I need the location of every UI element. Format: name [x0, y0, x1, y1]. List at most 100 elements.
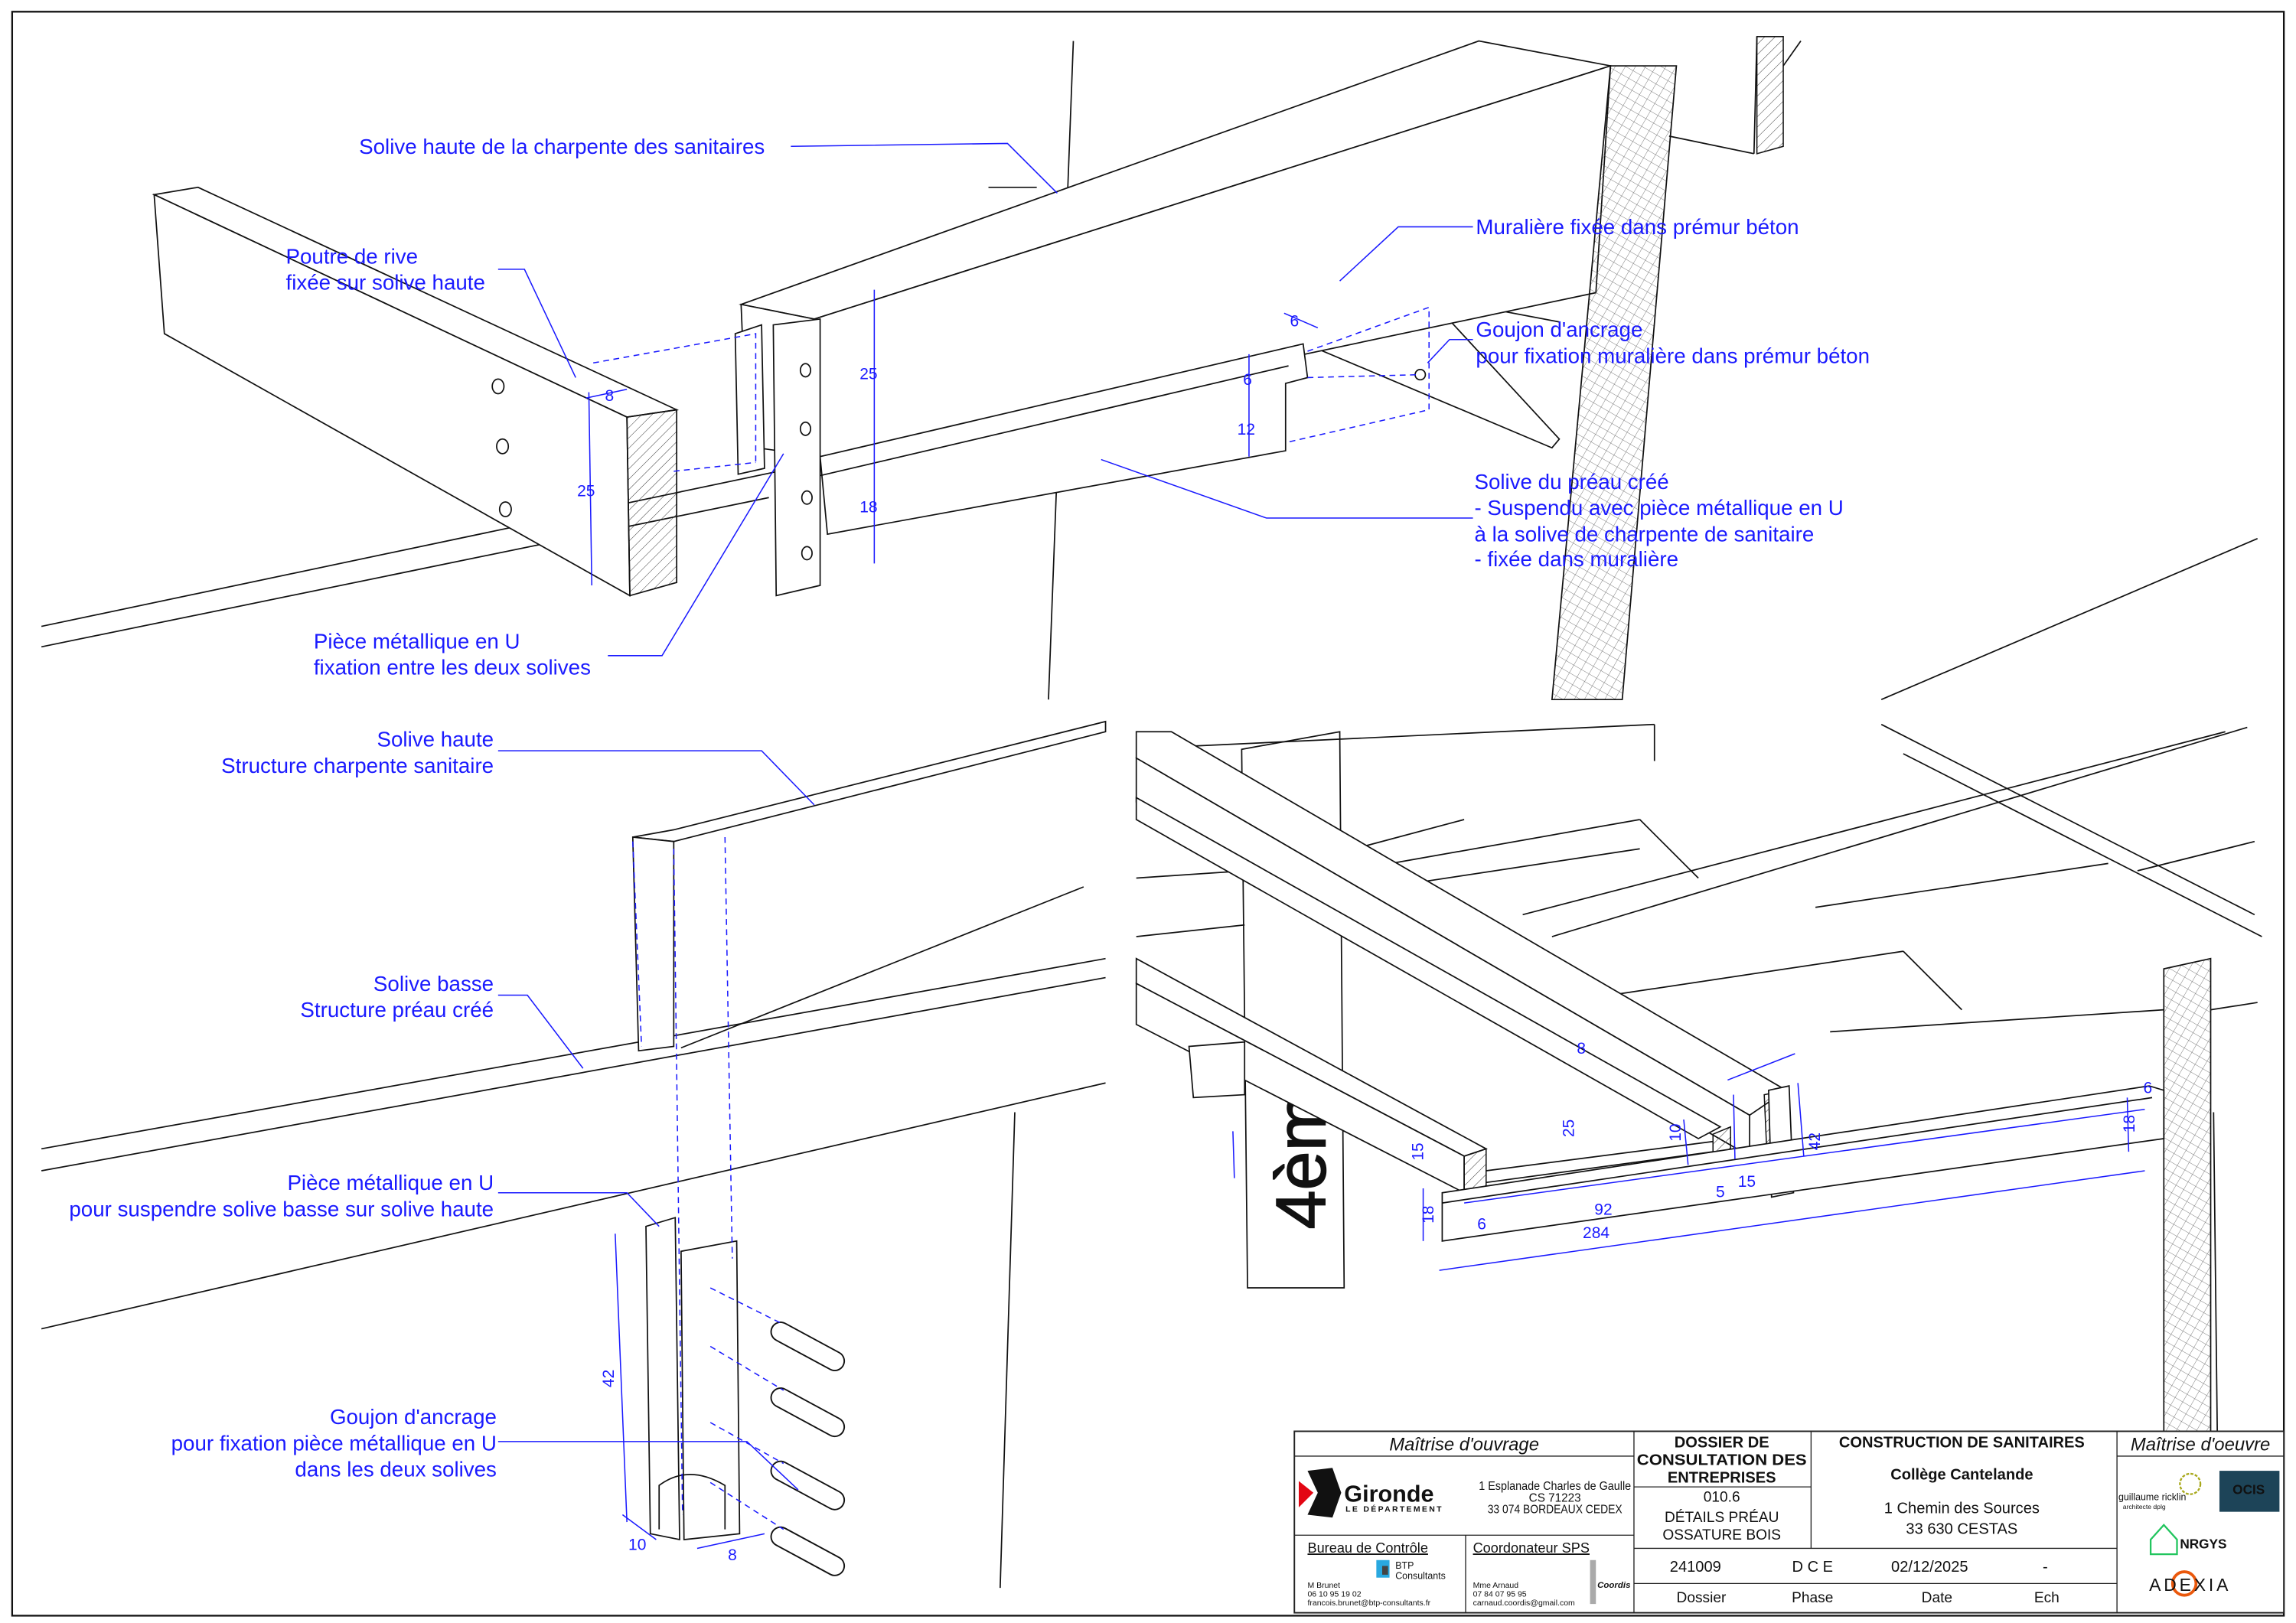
label-goujon-muraliere-2: pour fixation muralière dans prémur béto… [1476, 344, 1870, 367]
bc-contact: M Brunet [1307, 1581, 1340, 1590]
dim-top: 25 [859, 365, 877, 383]
sps-contact: carnaud.coordis@gmail.com [1473, 1599, 1575, 1608]
dim-bottom-right: 42 [1806, 1133, 1824, 1150]
label-goujon-piece-u-1: Goujon d'ancrage [330, 1405, 497, 1429]
bc-contact: 06 10 95 19 02 [1307, 1590, 1361, 1599]
label-solive-haute-charpente: Solive haute de la charpente des sanitai… [359, 135, 765, 158]
u-plate-holes [799, 363, 813, 561]
date-value: 02/12/2025 [1891, 1559, 1968, 1576]
label-goujon-muraliere-1: Goujon d'ancrage [1476, 318, 1642, 341]
dim-bottom-right: 92 [1594, 1201, 1612, 1218]
bc-contact: francois.brunet@btp-consultants.fr [1307, 1599, 1430, 1608]
u-plate-back [734, 324, 765, 475]
dim-top: 6 [1243, 371, 1252, 389]
label-solive-preau-3: à la solive de charpente de sanitaire [1474, 523, 1814, 546]
u-piece-back [645, 1217, 680, 1541]
plan-title: OSSATURE BOIS [1662, 1527, 1781, 1543]
label-goujon-piece-u-2: pour fixation pièce métallique en U [171, 1431, 497, 1455]
dim-bottom-right: 15 [1738, 1173, 1756, 1191]
adexia-logo-text: ADEXIA [2149, 1575, 2231, 1595]
title-block: Maîtrise d'ouvrage Gironde LE DÉPARTEMEN… [1293, 1430, 2285, 1614]
dim-bottom-right: 6 [2144, 1080, 2153, 1097]
dim-top: 6 [1290, 312, 1300, 330]
btp-logo-text: BTP [1395, 1560, 1414, 1571]
project-title: CONSTRUCTION DE SANITAIRES [1839, 1434, 2085, 1451]
maitrise-ouvrage-heading: Maîtrise d'ouvrage [1389, 1434, 1539, 1455]
dossier-title: ENTREPRISES [1668, 1469, 1776, 1486]
solive-haute-beam [632, 720, 1107, 842]
label-piece-u-fixation-1: Pièce métallique en U [314, 629, 520, 653]
dim-bottom-left: 42 [600, 1370, 618, 1387]
goujon-dowels [770, 1322, 846, 1576]
site-address: 1 Chemin des Sources [1884, 1501, 2040, 1517]
dim-top: 12 [1238, 421, 1255, 438]
maitrise-oeuvre-heading: Maîtrise d'oeuvre [2131, 1434, 2271, 1455]
label-muraliere: Muralière fixée dans prémur béton [1476, 215, 1799, 239]
dossier-caption: Dossier [1677, 1590, 1727, 1606]
phase-caption: Phase [1792, 1590, 1833, 1606]
dim-top: 18 [859, 498, 877, 516]
dossier-title: DOSSIER DE [1675, 1434, 1769, 1451]
label-solive-preau-4: - fixée dans muralière [1474, 547, 1678, 571]
label-piece-u-suspendre-1: Pièce métallique en U [287, 1171, 494, 1194]
top-detail-view [41, 36, 2258, 701]
gironde-logo: Gironde LE DÉPARTEMENT [1298, 1468, 1443, 1518]
sps-contact: Mme Arnaud [1473, 1581, 1519, 1590]
solive-preau-beam [819, 343, 1309, 536]
ech-value: - [2043, 1559, 2048, 1576]
dim-bottom-right: 18 [1420, 1205, 1437, 1223]
poutre-rive-section [626, 409, 678, 597]
premur-beton-wall [1551, 65, 1678, 701]
bureau-controle-heading: Bureau de Contrôle [1307, 1540, 1427, 1556]
premur-wall-3d [2163, 957, 2212, 1494]
label-solive-preau-2: - Suspendu avec pièce métallique en U [1474, 496, 1843, 520]
dossier-title: CONSULTATION DES [1637, 1452, 1807, 1468]
mo-address-line: 33 074 BORDEAUX CEDEX [1488, 1504, 1623, 1517]
ocis-logo-text: OCIS [2232, 1482, 2265, 1498]
plan-number: 010.6 [1704, 1489, 1740, 1505]
gironde-logo-subtext: LE DÉPARTEMENT [1345, 1504, 1443, 1514]
label-piece-u-fixation-2: fixation entre les deux solives [314, 656, 591, 680]
dim-bottom-right: 284 [1583, 1224, 1609, 1242]
label-solive-haute-1: Solive haute [377, 727, 494, 751]
bottom-left-detail-view [41, 720, 1107, 1589]
top-labels: Solive haute de la charpente des sanitai… [286, 135, 1870, 680]
coordis-logo-text: Coordis [1597, 1581, 1630, 1590]
dim-bottom-right: 18 [2121, 1115, 2138, 1133]
moe-logos: guillaume ricklin architecte dplg OCIS N… [2118, 1471, 2280, 1597]
dim-bottom-right: 6 [1477, 1216, 1486, 1234]
label-goujon-piece-u-3: dans les deux solives [295, 1458, 496, 1481]
u-piece-front [680, 1240, 741, 1540]
plan-title: DÉTAILS PRÉAU [1665, 1510, 1779, 1526]
dim-bottom-right: 5 [1716, 1183, 1725, 1201]
label-solive-haute-2: Structure charpente sanitaire [221, 754, 494, 777]
bolt-heads [491, 378, 512, 517]
site-address: 33 630 CESTAS [1906, 1520, 2017, 1537]
mo-address-line: 1 Esplanade Charles de Gaulle [1479, 1480, 1631, 1493]
ech-caption: Ech [2034, 1590, 2060, 1606]
dim-top: 8 [605, 387, 614, 405]
ricklin-logo-subtext: architecte dplg [2123, 1503, 2166, 1511]
btp-logo-text: Consultants [1395, 1571, 1446, 1582]
sps-contact: 07 84 07 95 95 [1473, 1590, 1527, 1599]
coordis-logo: Coordis [1590, 1559, 1630, 1605]
label-solive-basse-2: Structure préau créé [300, 998, 494, 1022]
label-solive-preau-1: Solive du préau créé [1474, 470, 1668, 494]
dim-top: 25 [577, 482, 595, 500]
sheet-border [11, 11, 2285, 1617]
dim-bottom-left: 10 [628, 1536, 646, 1553]
bottom-right-3d-view: 4ème [1135, 723, 2262, 1494]
ricklin-logo-text: guillaume ricklin [2118, 1491, 2186, 1502]
coordonateur-sps-heading: Coordonateur SPS [1473, 1540, 1590, 1556]
nrgys-logo-text: NRGYS [2180, 1536, 2226, 1551]
bottom-left-labels: Solive haute Structure charpente sanitai… [69, 727, 736, 1563]
phase-value: D C E [1792, 1559, 1834, 1576]
btp-consultants-logo: BTP Consultants [1376, 1559, 1446, 1582]
dim-bottom-right: 10 [1667, 1123, 1684, 1141]
dim-bottom-right: 15 [1410, 1142, 1427, 1160]
label-poutre-rive-1: Poutre de rive [286, 244, 419, 268]
u-plate-front [772, 318, 821, 597]
label-poutre-rive-2: fixée sur solive haute [286, 271, 485, 295]
dim-bottom-right: 25 [1561, 1119, 1578, 1137]
